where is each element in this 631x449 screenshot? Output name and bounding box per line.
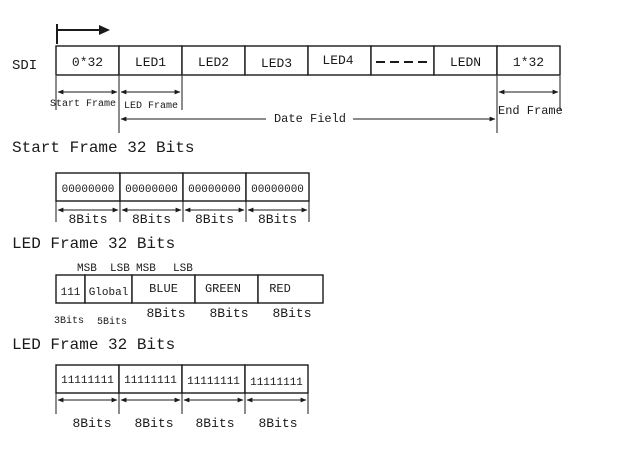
led-field-global-label: Global	[89, 287, 129, 299]
start-byte-3	[182, 172, 247, 202]
end-byte-3	[181, 364, 246, 394]
sdi-cell-end	[496, 45, 561, 76]
start-byte-4-label: 00000000	[251, 184, 304, 196]
end-byte-4	[244, 364, 309, 394]
start-width-4: 8Bits	[258, 212, 297, 227]
start-width-3: 8Bits	[195, 212, 234, 227]
end-frame-label: End Frame	[498, 104, 563, 118]
led-field-red	[257, 274, 324, 304]
start-frame-bit-spans	[55, 201, 310, 222]
start-byte-1-label: 00000000	[62, 184, 115, 196]
lsb-label-2: LSB	[173, 263, 193, 275]
led-field-blue-label: BLUE	[149, 282, 178, 296]
sdi-cell-start-label: 0*32	[72, 55, 103, 70]
sdi-row: SDI 0*32 LED1 LED2 LED3 LED4 LEDN 1*32 S…	[12, 24, 563, 133]
direction-arrow-icon	[56, 24, 110, 44]
led-width-5: 8Bits	[272, 306, 311, 321]
end-frame-bit-spans	[55, 393, 309, 414]
sdi-label: SDI	[12, 58, 37, 74]
led-frame-section: LED Frame 32 Bits MSB LSB MSB LSB 111 Gl…	[12, 235, 324, 328]
end-byte-1-label: 11111111	[61, 375, 114, 387]
sdi-cell-ellipsis	[370, 45, 435, 76]
sdi-cell-led3-label: LED3	[261, 56, 292, 71]
led-field-green-label: GREEN	[205, 282, 241, 296]
end-width-3: 8Bits	[195, 416, 234, 431]
sdi-cell-ledn	[433, 45, 498, 76]
end-width-4: 8Bits	[258, 416, 297, 431]
start-byte-2-label: 00000000	[125, 184, 178, 196]
start-width-1: 8Bits	[68, 212, 107, 227]
led-field-header-label: 111	[61, 287, 81, 299]
sdi-cell-ledn-label: LEDN	[450, 55, 481, 70]
led-width-2: 5Bits	[97, 316, 127, 328]
end-frame-span: End Frame	[498, 76, 563, 118]
sdi-cell-led1-label: LED1	[135, 55, 166, 70]
sdi-cell-led2	[181, 45, 246, 76]
start-byte-3-label: 00000000	[188, 184, 241, 196]
end-width-2: 8Bits	[134, 416, 173, 431]
end-byte-2-label: 11111111	[124, 375, 177, 387]
led-width-4: 8Bits	[209, 306, 248, 321]
start-frame-label: Start Frame	[50, 99, 116, 110]
msb-label-1: MSB	[77, 263, 97, 275]
led-width-1: 3Bits	[54, 315, 84, 327]
sdi-cell-led4-label: LED4	[322, 53, 353, 68]
led-field-blue	[131, 274, 196, 304]
led-frame-label: LED Frame	[124, 101, 178, 112]
end-frame-section: LED Frame 32 Bits 11111111 11111111 1111…	[12, 336, 309, 431]
end-frame-title: LED Frame 32 Bits	[12, 336, 175, 354]
start-frame-section: Start Frame 32 Bits 00000000 00000000 00…	[12, 139, 310, 227]
end-byte-3-label: 11111111	[187, 376, 240, 388]
data-field-span: Date Field	[120, 76, 498, 133]
end-width-1: 8Bits	[72, 416, 111, 431]
sdi-cell-led2-label: LED2	[198, 55, 229, 70]
start-byte-2	[119, 172, 184, 202]
start-byte-1	[55, 172, 121, 202]
start-frame-span: Start Frame	[50, 76, 120, 133]
led-frame-span: LED Frame	[120, 76, 183, 112]
sdi-cell-led3	[244, 45, 309, 76]
msb-label-2: MSB	[136, 263, 156, 275]
led-field-global	[84, 274, 133, 304]
sdi-cell-end-label: 1*32	[513, 55, 544, 70]
data-field-label: Date Field	[274, 112, 346, 126]
start-frame-title: Start Frame 32 Bits	[12, 139, 194, 157]
lsb-label-1: LSB	[110, 263, 130, 275]
start-width-2: 8Bits	[132, 212, 171, 227]
led-width-3: 8Bits	[146, 306, 185, 321]
end-byte-4-label: 11111111	[250, 377, 303, 389]
led-field-red-label: RED	[269, 282, 291, 296]
led-frame-title: LED Frame 32 Bits	[12, 235, 175, 253]
start-byte-4	[245, 172, 310, 202]
